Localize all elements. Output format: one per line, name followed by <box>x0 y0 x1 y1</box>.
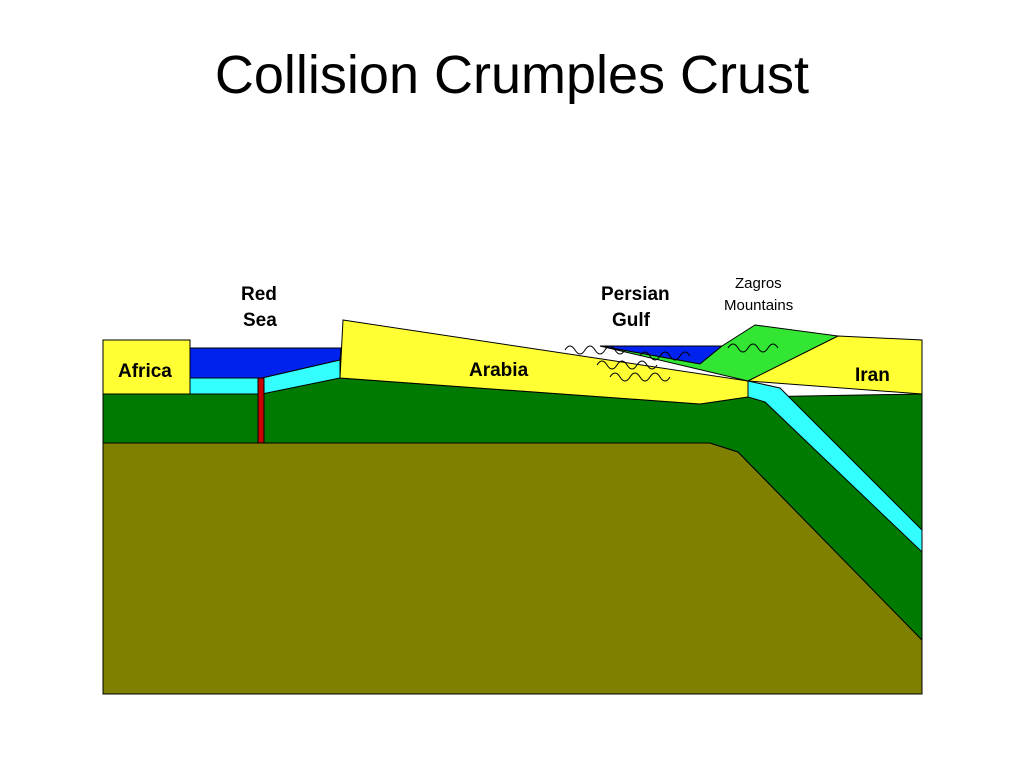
africa-block <box>102 339 191 395</box>
fold-squiggle-1 <box>564 345 626 355</box>
label-zagros-line2: Mountains <box>724 297 793 314</box>
label-zagros-line1: Zagros <box>735 275 782 292</box>
slide-title: Collision Crumples Crust <box>214 45 810 105</box>
label-africa: Africa <box>118 361 172 382</box>
label-red-sea-line1: Red <box>241 284 277 305</box>
fold-squiggle-5 <box>727 343 779 353</box>
subducting-oceanic-slab <box>747 380 923 554</box>
label-persian-gulf-line2: Gulf <box>612 310 651 331</box>
label-iran: Iran <box>855 365 890 386</box>
label-arabia: Arabia <box>469 360 529 381</box>
label-persian-gulf-line1: Persian <box>601 284 670 305</box>
fold-squiggle-4 <box>639 351 691 361</box>
iran-block <box>746 335 923 395</box>
arabia-block <box>339 319 749 405</box>
label-red-sea-line2: Sea <box>243 310 277 331</box>
fold-squiggle-2 <box>596 360 658 370</box>
fold-squiggle-3 <box>609 372 671 382</box>
red-sea-rift <box>257 377 265 444</box>
